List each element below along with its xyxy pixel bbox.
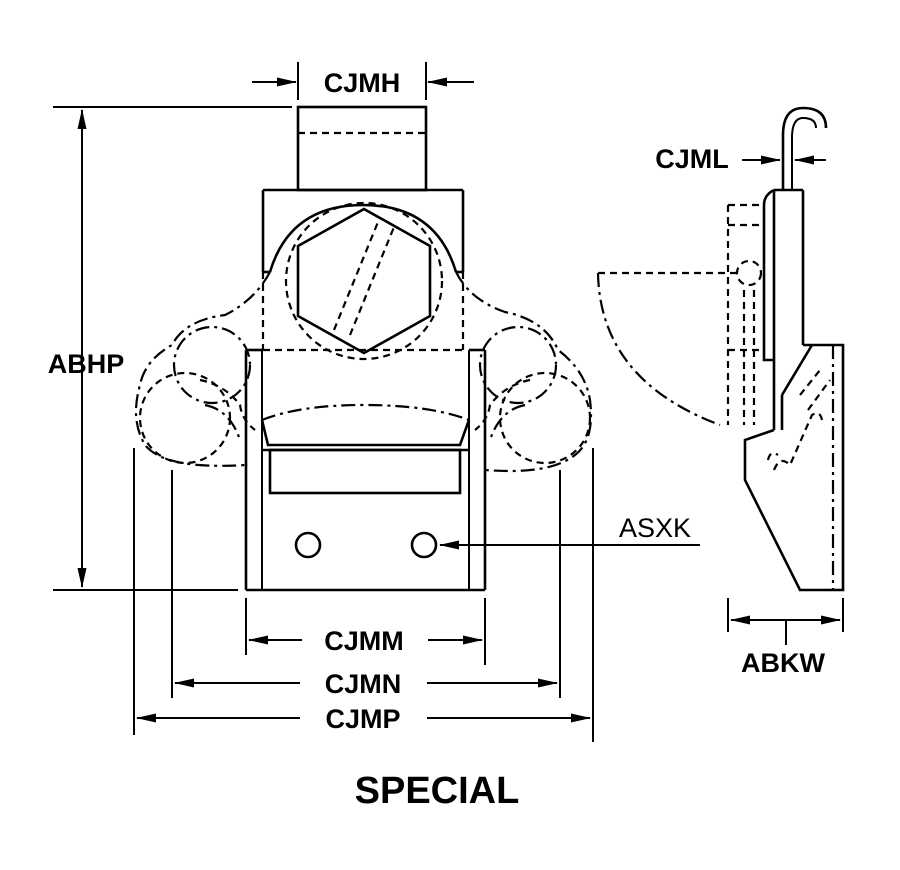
label-cjmm: CJMM — [324, 626, 404, 656]
dimension-arrows — [77, 77, 700, 723]
label-cjml: CJML — [655, 144, 729, 174]
upper-housing — [261, 188, 465, 274]
caption-special: SPECIAL — [355, 770, 520, 812]
label-cjmh: CJMH — [324, 68, 401, 98]
upper-plate — [598, 188, 805, 430]
mounting-hole-right — [410, 531, 438, 559]
hex-nut — [284, 201, 444, 361]
label-cjmn: CJMN — [325, 669, 402, 699]
hook — [781, 106, 828, 190]
top-stem — [296, 105, 428, 192]
label-cjmp: CJMP — [325, 704, 400, 734]
label-asxk: ASXK — [619, 513, 691, 543]
inner-block — [261, 272, 465, 352]
front-view — [53, 62, 700, 742]
phantom-outline — [134, 271, 593, 473]
label-abhp: ABHP — [48, 349, 125, 379]
extension-lines — [53, 62, 594, 742]
lower-body — [743, 343, 845, 592]
label-abkw: ABKW — [741, 648, 825, 678]
swing-arc — [596, 272, 721, 427]
mounting-hole-left — [294, 531, 322, 559]
side-view — [596, 106, 845, 645]
main-body — [244, 348, 487, 592]
